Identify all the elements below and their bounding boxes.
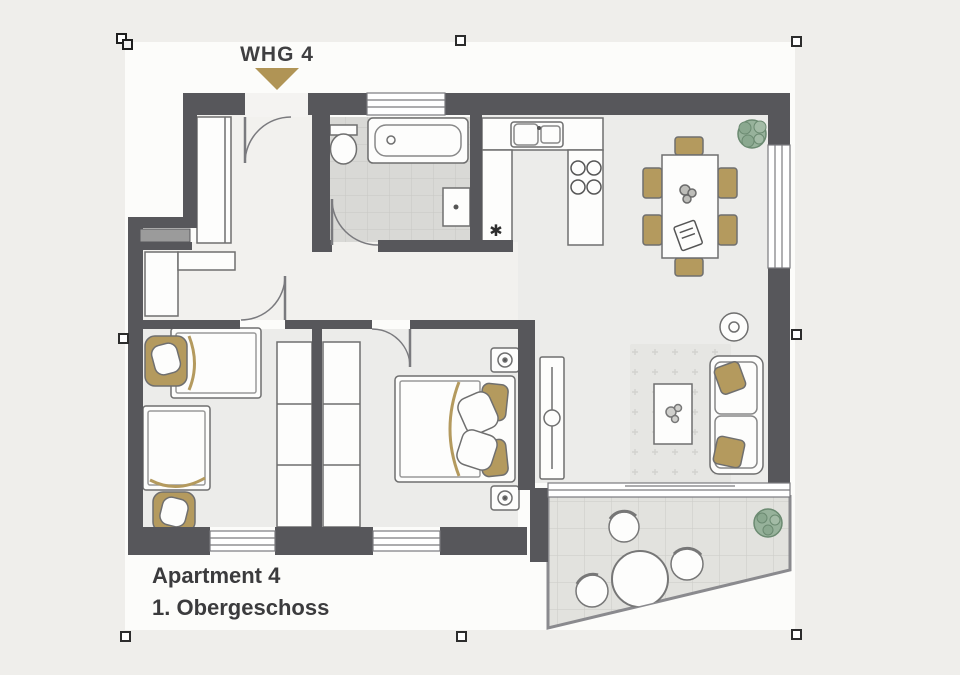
resize-handle-right[interactable] [791, 329, 802, 340]
door-bedroom [371, 328, 412, 368]
door-children-room [240, 275, 287, 321]
floorplan-drawing: ✱ [128, 68, 792, 630]
walls [128, 93, 790, 562]
child-bed-2 [142, 405, 211, 491]
nightstand [490, 347, 520, 373]
door-entrance [243, 116, 292, 164]
sofa [709, 355, 764, 475]
door-bathroom [330, 198, 379, 246]
hall-wardrobe [196, 116, 232, 244]
caption-floor: 1. Obergeschoss [152, 594, 330, 620]
dining-table [661, 154, 719, 259]
washer-symbol: ✱ [489, 221, 502, 240]
corridor-shelf [177, 251, 236, 271]
child-armchair-1 [144, 335, 188, 387]
unit-label: WHG 4 [240, 43, 314, 66]
bathtub [367, 117, 469, 164]
coffee-table [653, 383, 693, 445]
window-living-east [767, 144, 791, 269]
caption-apartment: Apartment 4 [152, 563, 281, 588]
resize-handle-top[interactable] [455, 35, 466, 46]
resize-handle-left[interactable] [118, 333, 129, 344]
kitchen-sink [510, 121, 564, 148]
toilet [329, 124, 358, 165]
plan-caption: Apartment 4 1. Obergeschoss [152, 560, 329, 624]
windows [209, 92, 791, 552]
corridor-closet [144, 251, 179, 317]
resize-handle-bottom-left[interactable] [120, 631, 131, 642]
floor-lamp-icon [719, 312, 749, 342]
balcony-chair [670, 546, 704, 581]
cooktop [570, 160, 602, 195]
bathroom-sink [442, 187, 471, 227]
balcony-chair [575, 572, 609, 608]
resize-handle-bottom[interactable] [456, 631, 467, 642]
balcony-table [611, 550, 669, 608]
window-bedroom [372, 530, 441, 552]
plant-icon [737, 119, 767, 149]
double-bed [394, 375, 516, 483]
selection-anchor-icon[interactable] [116, 33, 138, 55]
doors [240, 116, 412, 368]
balcony-chair [608, 509, 640, 543]
floorplan-image[interactable]: ✱ WHG 4 Apartment 4 1. Obergeschoss [125, 42, 795, 630]
window-bathroom [366, 92, 446, 116]
wall-shaft [139, 228, 191, 243]
balcony [546, 493, 792, 630]
entrance-arrow-icon [255, 68, 299, 90]
child-armchair-2 [152, 491, 196, 533]
resize-handle-bottom-right[interactable] [791, 629, 802, 640]
tv-sideboard [539, 356, 565, 480]
balcony-plant-icon [753, 508, 783, 538]
resize-handle-top-right[interactable] [791, 36, 802, 47]
window-children [209, 530, 276, 552]
balcony-door [547, 482, 791, 498]
nightstand [490, 485, 520, 511]
